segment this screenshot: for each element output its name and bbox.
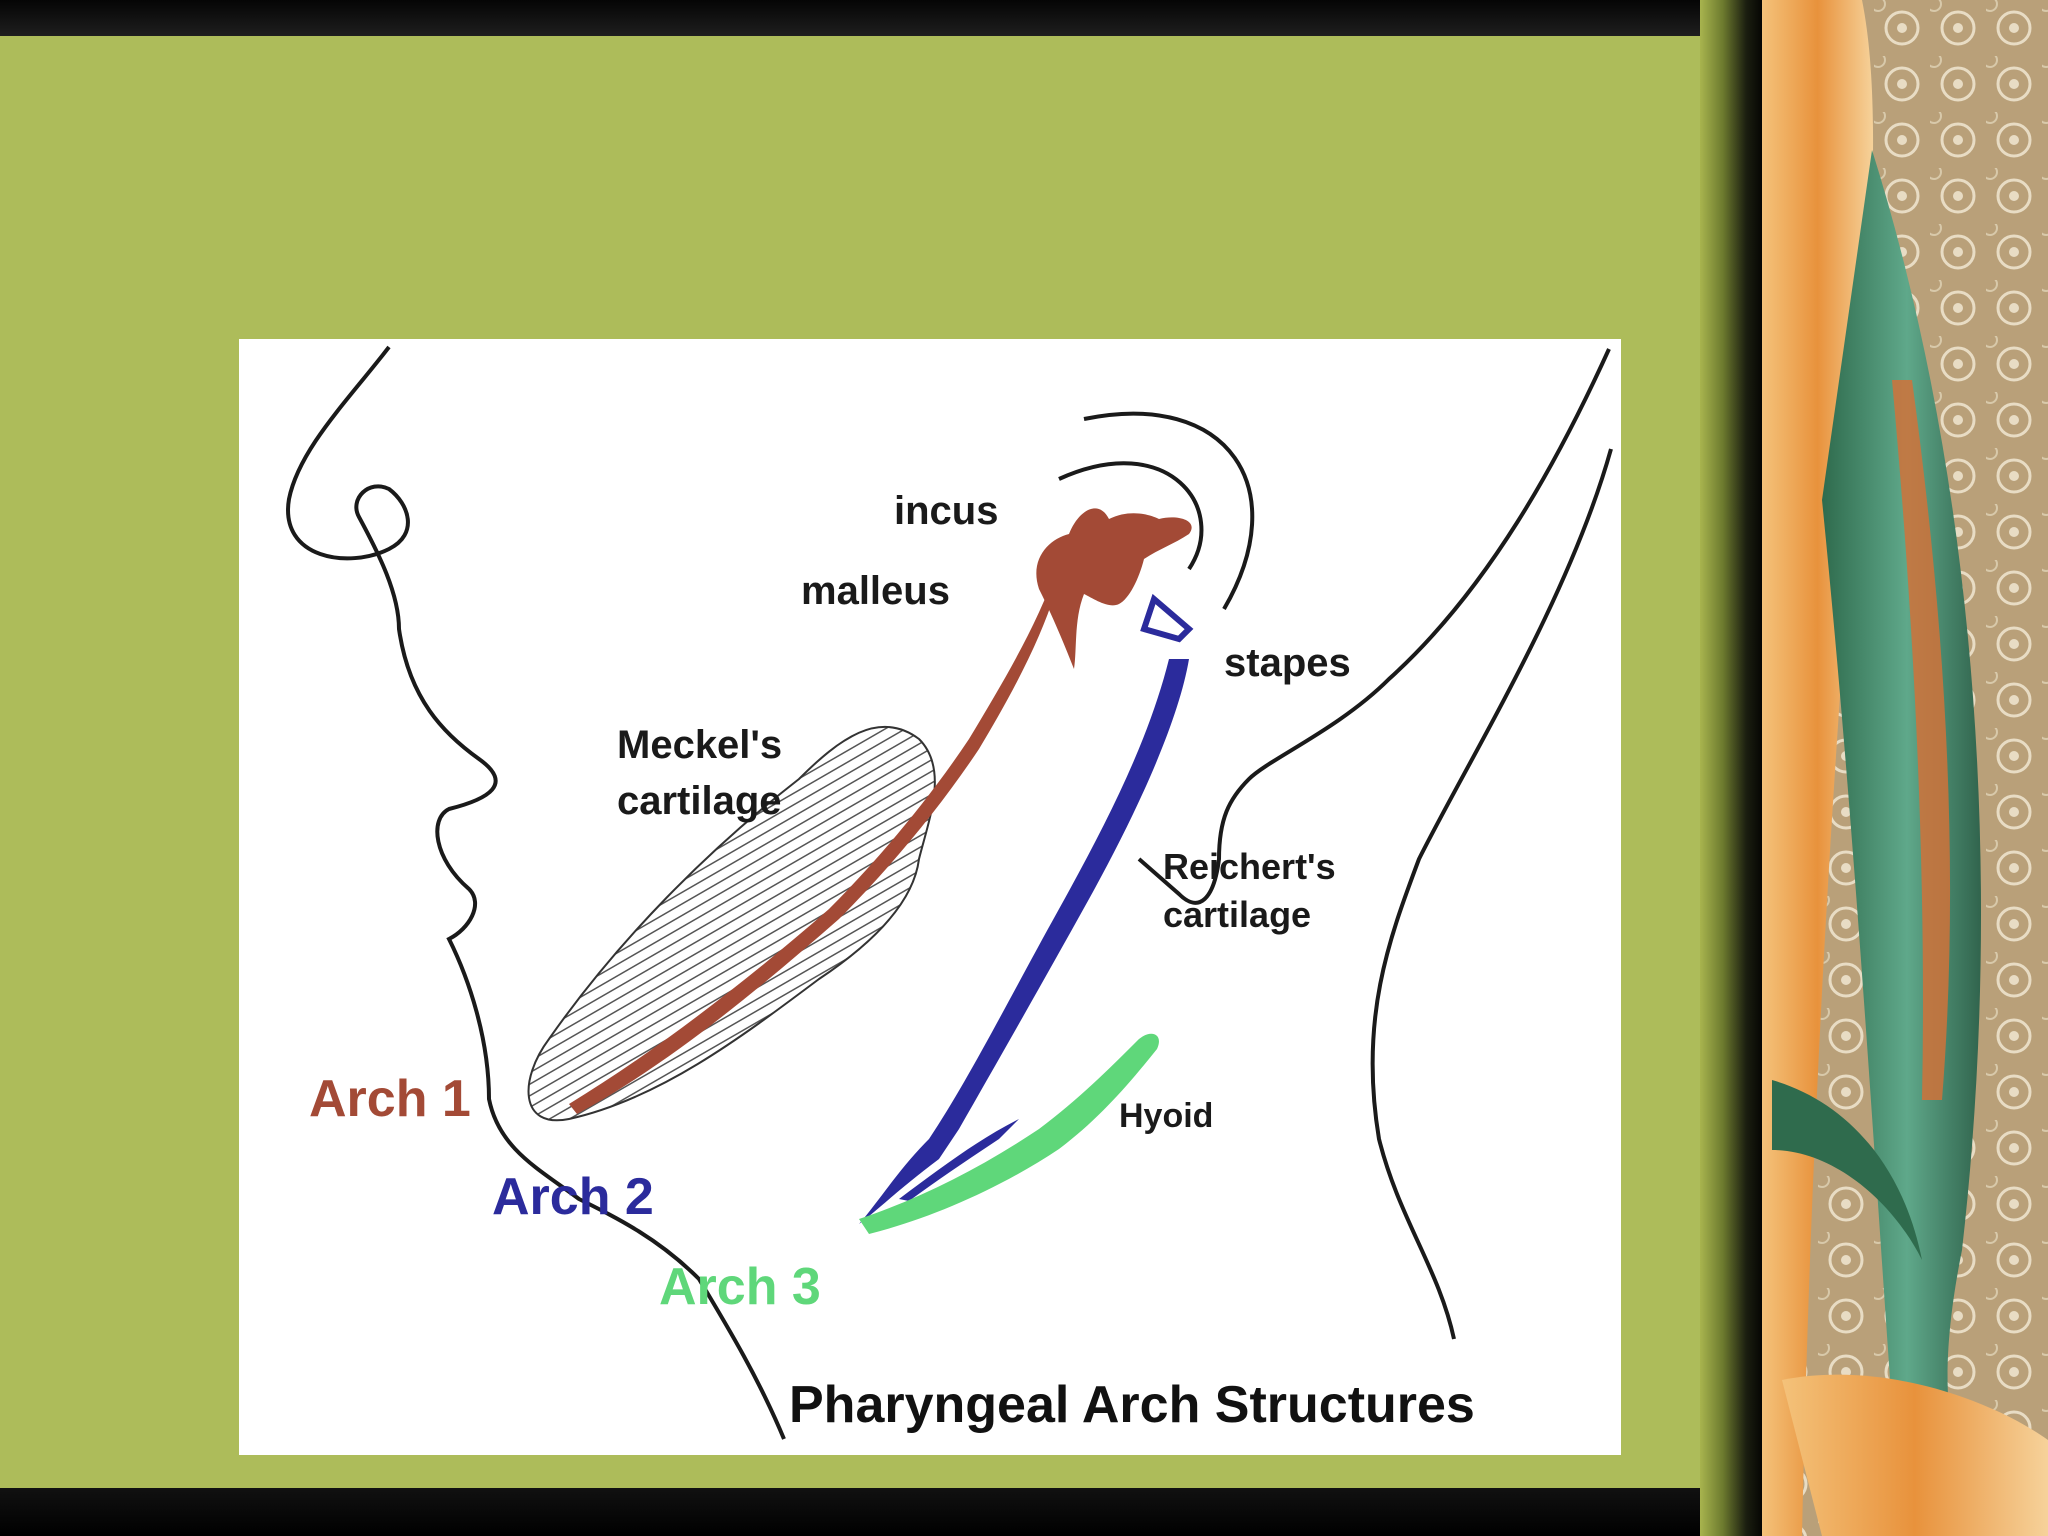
slide-bottom-border	[0, 1488, 1770, 1536]
stapes-label: stapes	[1224, 641, 1351, 685]
face-profile-outline	[286, 345, 786, 1440]
meckels-label-line2: cartilage	[617, 779, 782, 823]
hyoid-label: Hyoid	[1119, 1097, 1214, 1135]
neck-outline	[1137, 348, 1611, 905]
decorative-side-panel	[1762, 0, 2048, 1536]
ear-outer-arc	[1083, 411, 1255, 611]
pharyngeal-arch-figure: incus malleus stapes Meckel's cartilage …	[239, 339, 1621, 1455]
reicherts-arrow-tail	[899, 1119, 1019, 1201]
decorative-drapes-graphic	[1762, 0, 2048, 1536]
hyoid-bone-shape	[859, 1033, 1159, 1234]
arch-1-label: Arch 1	[309, 1070, 471, 1128]
anatomy-drawing	[286, 345, 1613, 1440]
malleus-label: malleus	[801, 569, 950, 613]
meckels-cartilage-shape	[527, 725, 936, 1122]
meckels-label-line1: Meckel's	[617, 723, 783, 767]
arch-3-label: Arch 3	[659, 1258, 821, 1316]
slide-top-border	[0, 0, 1770, 36]
incus-label: incus	[894, 489, 999, 533]
stapes-shape	[1140, 593, 1194, 643]
ear-inner-arc	[1058, 461, 1204, 571]
arch-2-label: Arch 2	[492, 1168, 654, 1226]
neck-back-outline	[1370, 448, 1613, 1340]
figure-title: Pharyngeal Arch Structures	[789, 1376, 1475, 1434]
reicherts-label-line1: Reichert's	[1163, 846, 1336, 887]
reicherts-label-line2: cartilage	[1163, 894, 1312, 935]
malleus-incus-shape	[1036, 508, 1192, 669]
reicherts-cartilage-bar	[859, 659, 1189, 1224]
slide-right-shadow	[1700, 0, 1766, 1536]
